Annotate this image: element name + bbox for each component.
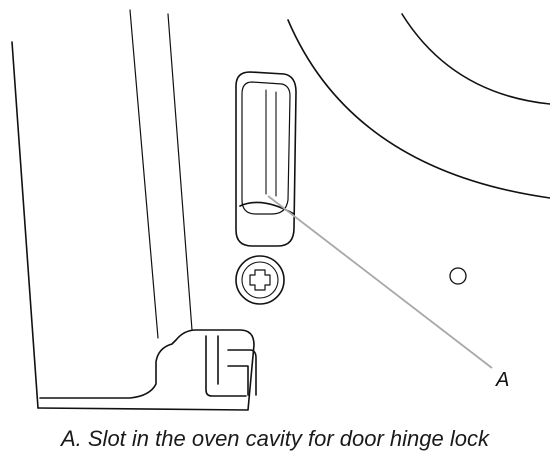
oven-hinge-diagram xyxy=(11,9,550,411)
phillips-screw xyxy=(235,255,285,305)
door-inner-edge-2 xyxy=(167,13,193,331)
cavity-curve-outer xyxy=(287,19,550,199)
door-outer-edge xyxy=(11,41,39,409)
hinge-arm xyxy=(205,335,247,397)
hinge-lock-slot xyxy=(235,71,297,247)
door-bottom-notch xyxy=(37,329,255,411)
cavity-curve-inner xyxy=(401,13,550,105)
callout-leader-line xyxy=(267,195,493,369)
figure-caption: A. Slot in the oven cavity for door hing… xyxy=(60,426,489,451)
hinge-arm-inner xyxy=(217,335,257,396)
door-inner-edge-1 xyxy=(129,9,159,339)
callout-label-a: A xyxy=(496,369,510,391)
cavity-hole xyxy=(449,267,467,285)
